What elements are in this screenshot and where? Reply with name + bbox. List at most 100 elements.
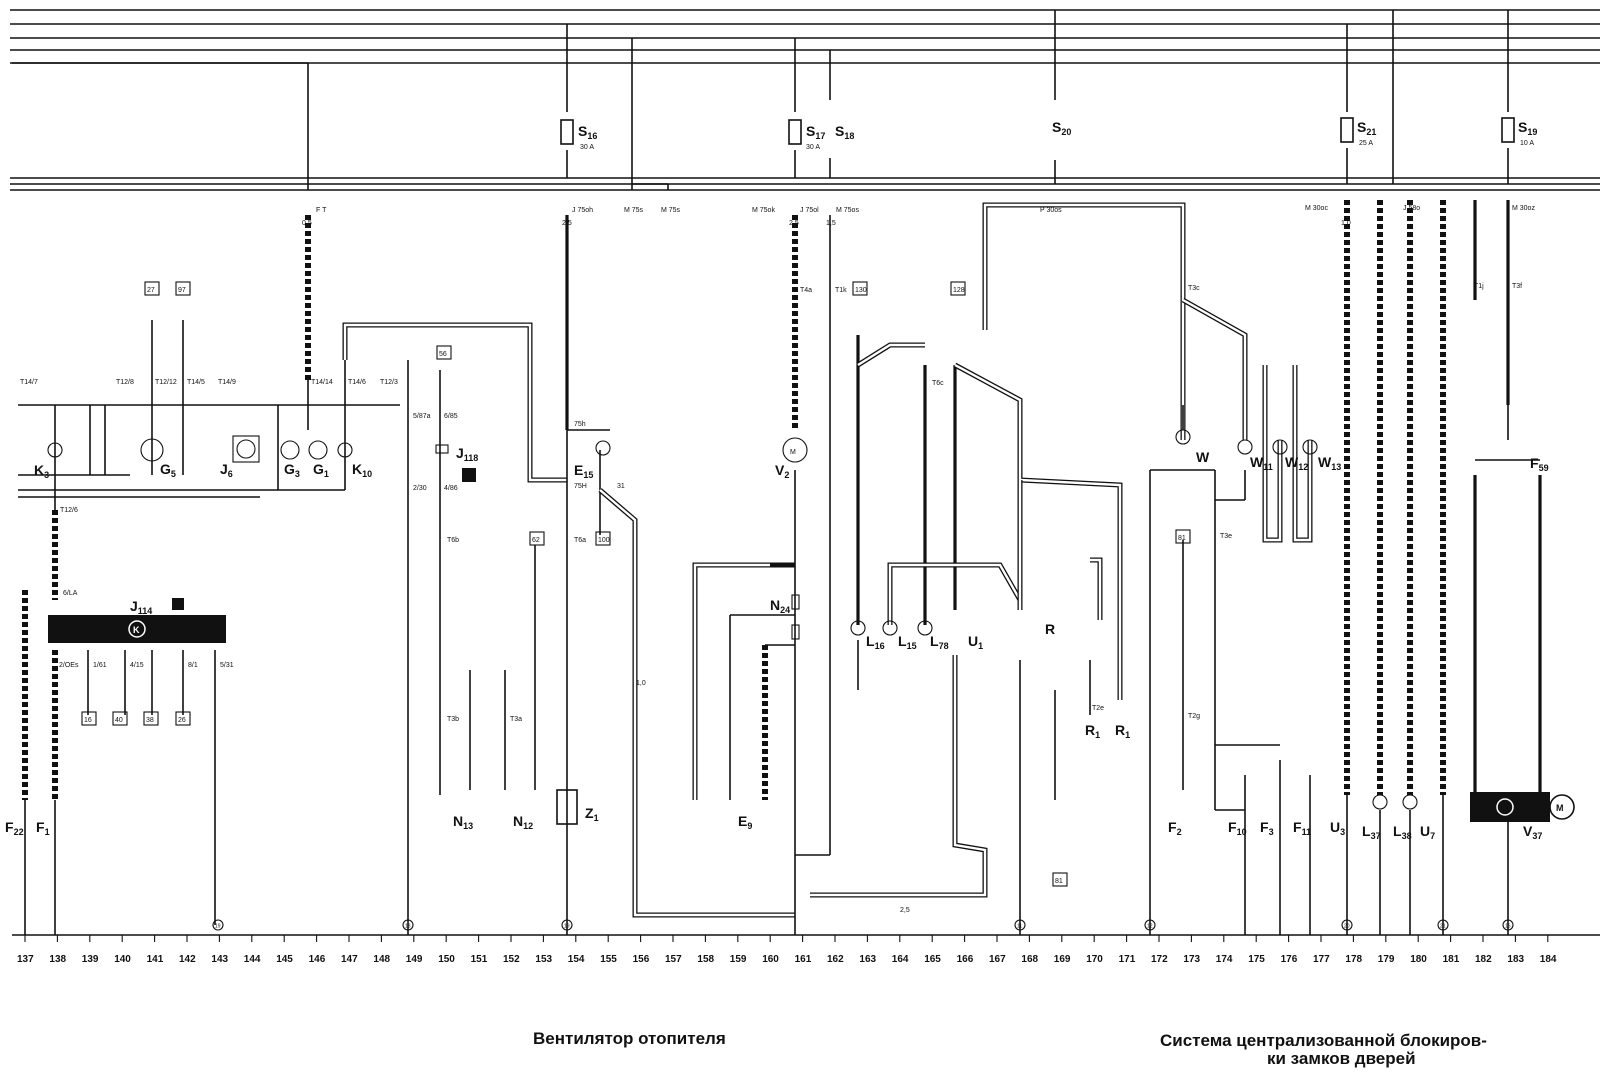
component-label: F59 bbox=[1530, 455, 1549, 473]
connector-label: T6c bbox=[932, 380, 944, 387]
terminal-box-label: 97 bbox=[178, 287, 186, 294]
ground-marker-label: 16 bbox=[1505, 924, 1511, 930]
wire-size: 2,5 bbox=[562, 220, 572, 227]
component-label: R bbox=[1045, 621, 1055, 637]
connector-label: T14/5 bbox=[187, 379, 205, 386]
bus-labels: F T J 75oh M 75s M 75s M 75ok J 75ol M 7… bbox=[316, 205, 1535, 214]
bus-label: J 75ol bbox=[800, 207, 819, 214]
bus-label: M 75s bbox=[661, 207, 681, 214]
connector-label: T4a bbox=[800, 287, 812, 294]
component-label: V37 bbox=[1523, 823, 1542, 841]
pin-label: 75H bbox=[574, 483, 587, 490]
column-number: 182 bbox=[1475, 954, 1492, 965]
fuse-label-s20: S20 bbox=[1052, 119, 1071, 137]
connector-label: T6b bbox=[447, 537, 459, 544]
ground-marker-label: 19 bbox=[564, 924, 570, 930]
column-number: 183 bbox=[1507, 954, 1524, 965]
column-number: 137 bbox=[17, 954, 34, 965]
column-number: 150 bbox=[438, 954, 455, 965]
connector-labels: T14/7 T12/8 T12/12 T14/5 T14/9 T14/14 T1… bbox=[20, 283, 1522, 723]
fuse-rating-s17: 30 A bbox=[806, 144, 820, 151]
pin-label: 2/30 bbox=[413, 485, 427, 492]
bus-label: M 30oc bbox=[1305, 205, 1328, 212]
column-number: 154 bbox=[568, 954, 585, 965]
ground-marker-label: 21 bbox=[1440, 924, 1446, 930]
component-label: W11 bbox=[1250, 454, 1273, 472]
svg-text:M: M bbox=[790, 449, 796, 456]
component-label: N13 bbox=[453, 813, 473, 831]
column-number: 146 bbox=[309, 954, 326, 965]
component-symbols: M bbox=[47, 429, 1418, 810]
column-number: 180 bbox=[1410, 954, 1427, 965]
column-number: 149 bbox=[406, 954, 423, 965]
connector-label: T12/3 bbox=[380, 379, 398, 386]
ground-marker bbox=[561, 919, 573, 931]
column-number: 167 bbox=[989, 954, 1006, 965]
fuse-drops bbox=[12, 10, 1515, 190]
column-number: 153 bbox=[535, 954, 552, 965]
fuse-label-s17: S17 bbox=[806, 123, 825, 141]
column-number: 147 bbox=[341, 954, 358, 965]
column-number: 160 bbox=[762, 954, 779, 965]
ground-marker-label: 20 bbox=[1344, 924, 1350, 930]
component-label: F10 bbox=[1228, 819, 1247, 837]
bus-label: M 30oz bbox=[1512, 205, 1535, 212]
ground-marker bbox=[1502, 919, 1514, 931]
wire-size: 0,5 bbox=[302, 220, 312, 227]
column-number: 170 bbox=[1086, 954, 1103, 965]
column-number: 140 bbox=[114, 954, 131, 965]
column-number: 184 bbox=[1540, 954, 1557, 965]
component-label: W bbox=[1196, 449, 1210, 465]
terminal-box-label: 81 bbox=[1055, 878, 1063, 885]
component-labels: K3 G5 J6 G3 G1 K10 J118 J114 E15 V2 N24 … bbox=[5, 445, 1549, 841]
wire-size: 1,5 bbox=[826, 220, 836, 227]
component-label: N12 bbox=[513, 813, 533, 831]
component-label: U7 bbox=[1420, 823, 1435, 841]
component-label: J6 bbox=[220, 461, 233, 479]
component-label: G5 bbox=[160, 461, 176, 479]
component-label: L37 bbox=[1362, 823, 1381, 841]
connector-label: T14/6 bbox=[348, 379, 366, 386]
terminal-box-label: 62 bbox=[532, 537, 540, 544]
terminal-box-label: 56 bbox=[439, 351, 447, 358]
column-number: 158 bbox=[697, 954, 714, 965]
ground-marker-label: 19 bbox=[215, 924, 221, 930]
component-label: Z1 bbox=[585, 805, 599, 823]
component-label: J114 bbox=[130, 598, 152, 616]
column-number: 161 bbox=[795, 954, 812, 965]
pin-label: 5/31 bbox=[220, 662, 234, 669]
pin-label: 4/15 bbox=[130, 662, 144, 669]
column-number: 174 bbox=[1216, 954, 1233, 965]
pin-label: 6/85 bbox=[444, 413, 458, 420]
pin-label: 6/LA bbox=[63, 590, 78, 597]
relay-j118-marker bbox=[462, 468, 476, 482]
pin-label: 2/OEs bbox=[59, 662, 79, 669]
bus-label: J 75oh bbox=[572, 207, 593, 214]
component-label: L15 bbox=[898, 633, 917, 651]
column-number: 176 bbox=[1281, 954, 1298, 965]
column-number: 178 bbox=[1345, 954, 1362, 965]
circuit-wires bbox=[18, 200, 1542, 935]
ground-marker bbox=[402, 919, 414, 931]
column-number: 141 bbox=[147, 954, 164, 965]
connector-label: T3c bbox=[1188, 285, 1200, 292]
column-number: 164 bbox=[892, 954, 909, 965]
component-label: L78 bbox=[930, 633, 949, 651]
terminal-box-label: 38 bbox=[146, 717, 154, 724]
fuse-rating-s19: 10 A bbox=[1520, 140, 1534, 147]
connector-label: T6a bbox=[574, 537, 586, 544]
fuse-label-s18: S18 bbox=[835, 123, 854, 141]
column-number: 143 bbox=[211, 954, 228, 965]
fuse-label-s21: S21 bbox=[1357, 119, 1376, 137]
pin-label: 1/61 bbox=[93, 662, 107, 669]
column-number: 166 bbox=[957, 954, 974, 965]
svg-text:M: M bbox=[1556, 803, 1564, 813]
bus-label: M 75s bbox=[624, 207, 644, 214]
terminal-box bbox=[529, 531, 545, 546]
column-number: 159 bbox=[730, 954, 747, 965]
connector-label: T1k bbox=[835, 287, 847, 294]
component-label: K3 bbox=[34, 462, 49, 480]
top-bus-lines bbox=[10, 9, 1600, 191]
ground-marker bbox=[1341, 919, 1353, 931]
